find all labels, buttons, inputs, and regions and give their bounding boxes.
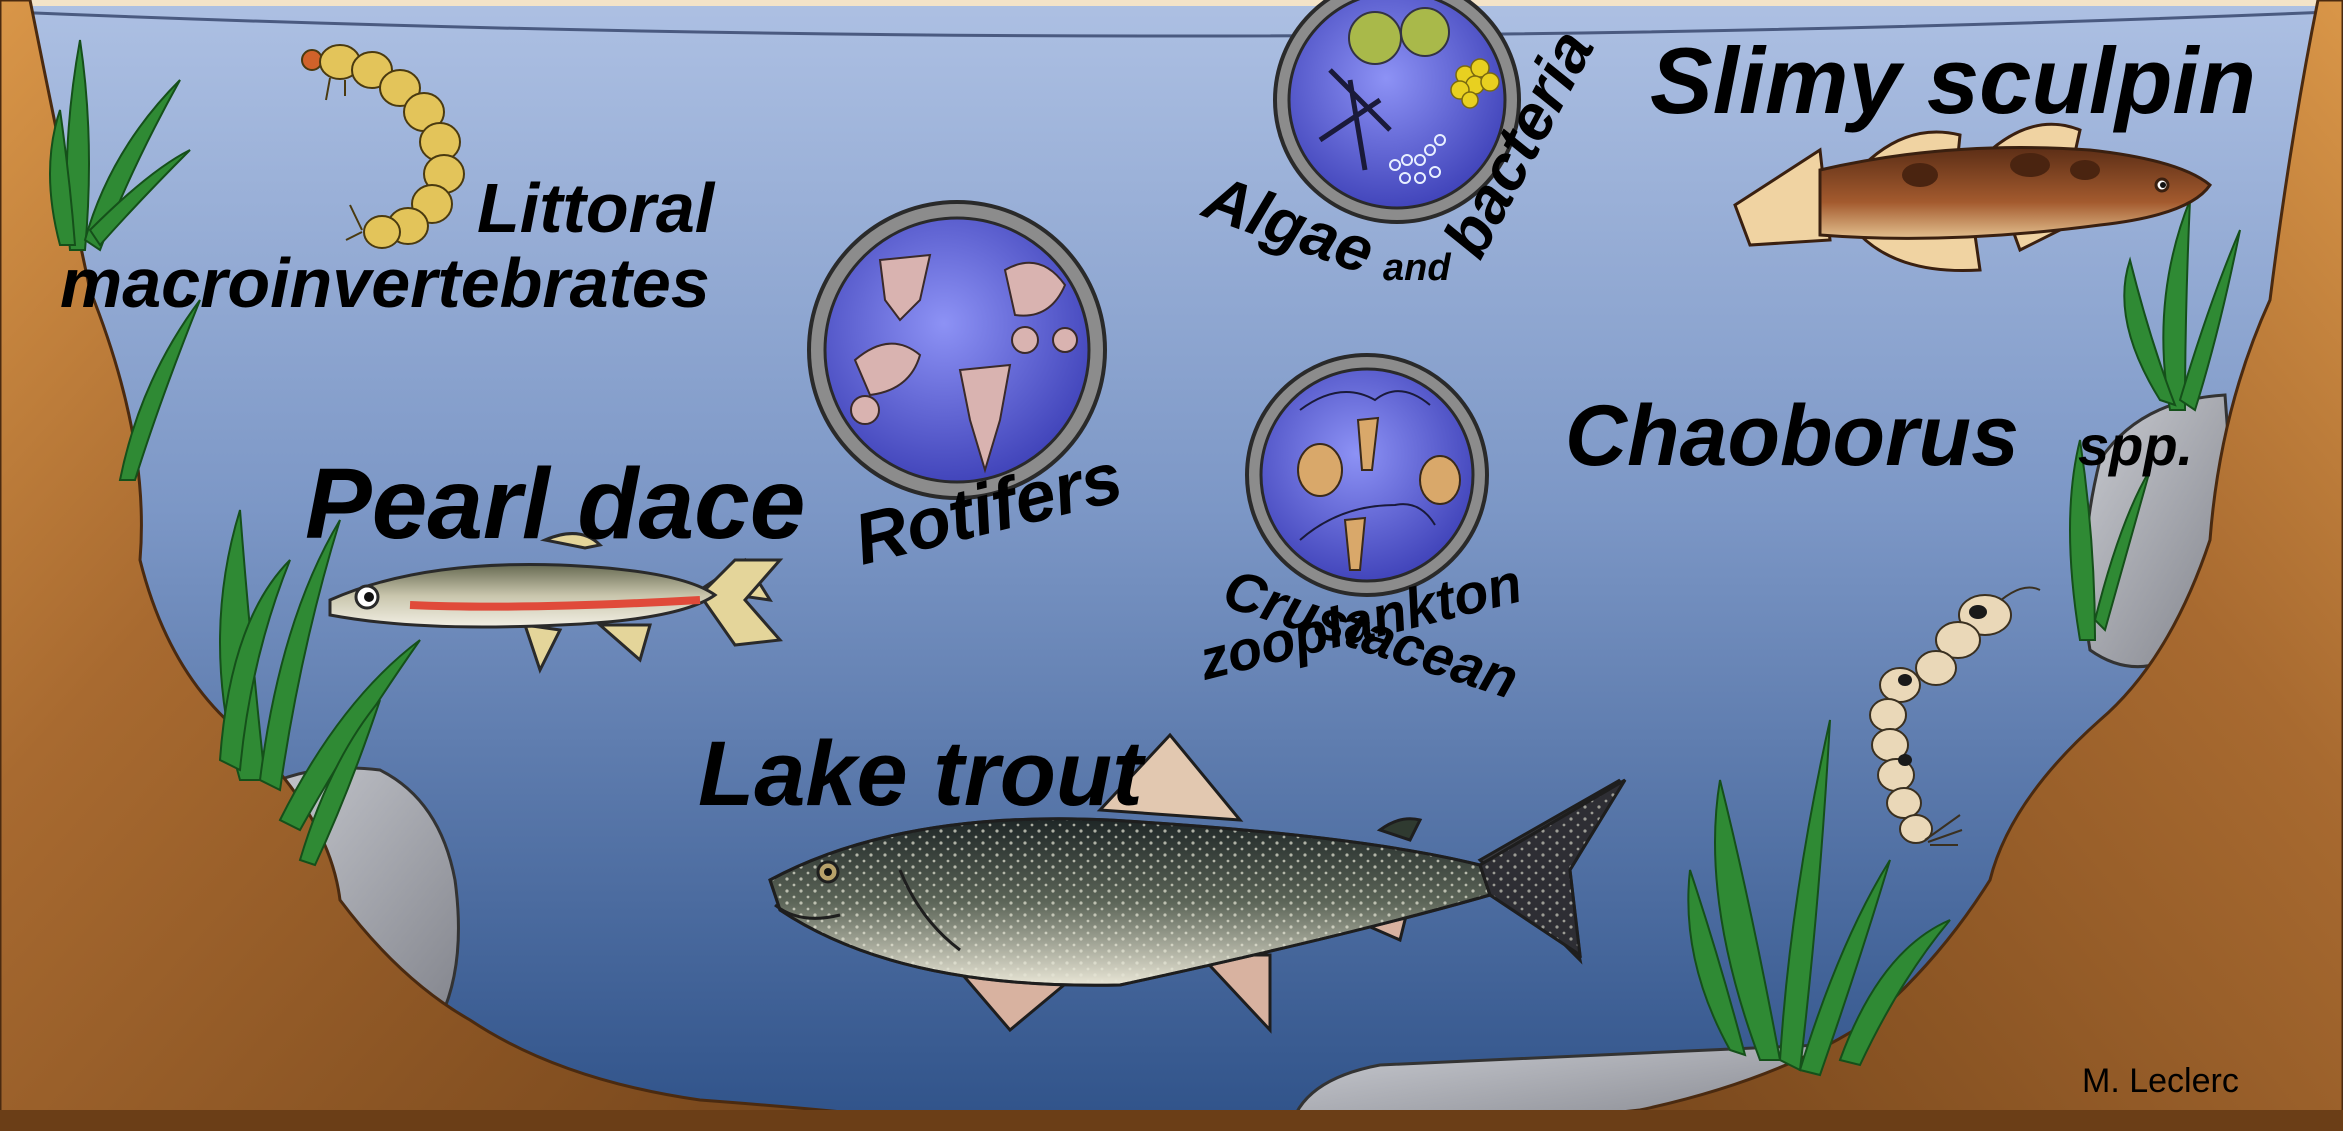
lake-trout-label: Lake trout bbox=[698, 723, 1146, 825]
pearl-dace-label: Pearl dace bbox=[305, 448, 805, 560]
top-border bbox=[0, 0, 2343, 6]
crustacean-zooplankton-inset bbox=[1247, 355, 1487, 595]
author-credit: M. Leclerc bbox=[2082, 1062, 2239, 1100]
littoral-macroinvertebrates-label-line1: Littoral bbox=[477, 169, 716, 247]
and-label: and bbox=[1383, 247, 1451, 289]
chaoborus-label: Chaoborus bbox=[1565, 388, 2019, 484]
sediment-bottom bbox=[0, 1110, 2343, 1131]
slimy-sculpin-label: Slimy sculpin bbox=[1650, 28, 2256, 133]
spp-label: spp. bbox=[2078, 414, 2193, 477]
littoral-macroinvertebrates-label-line2: macroinvertebrates bbox=[60, 244, 710, 322]
